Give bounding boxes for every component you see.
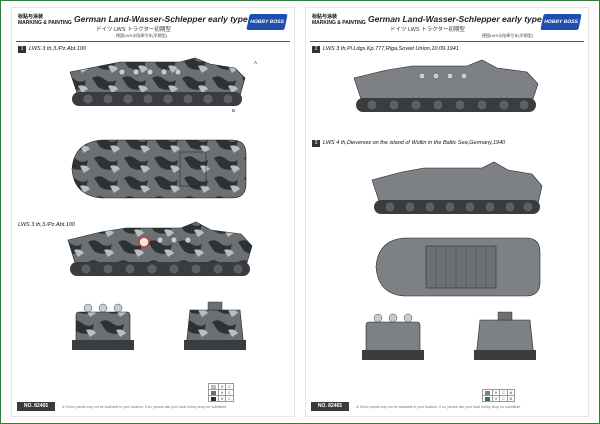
- vehicle-side-view-3: [371, 161, 543, 214]
- page-title: German Land-Wasser-Schlepper early type: [368, 14, 542, 24]
- footnote: ※ Some paints may not be available in yo…: [356, 405, 522, 409]
- vehicle-front-view: [72, 303, 134, 350]
- page-title: German Land-Wasser-Schlepper early type: [74, 14, 248, 24]
- left-instruction-page: 标贴与涂装 MARKING & PAINTING German Land-Was…: [12, 8, 294, 416]
- page-subtitle-jp: ドイツ LWS トラクター初期型: [96, 27, 171, 33]
- vehicle-front-view-grey: [362, 313, 424, 360]
- vehicle-top-view-camo: [71, 139, 247, 199]
- callout-a: A: [254, 60, 258, 65]
- header-tag-en: MARKING & PAINTING: [312, 20, 366, 26]
- view-label: LWS 3 th,3./Pz.Abt.100: [18, 222, 75, 228]
- header-divider: [16, 41, 290, 42]
- page-subtitle-jp: ドイツ LWS トラクター初期型: [390, 27, 465, 33]
- callout-b: B: [232, 108, 236, 113]
- header-divider: [310, 41, 584, 42]
- header-tag-cn: 标贴与涂装: [18, 14, 44, 20]
- vehicle-rear-view: [184, 301, 246, 350]
- vehicle-side-view-2: [67, 221, 253, 276]
- brand-logo: HOBBY BOSS: [540, 14, 582, 30]
- product-number: NO. 82465: [311, 402, 349, 411]
- header-tag-cn: 标贴与涂装: [312, 14, 338, 20]
- page-subtitle-cn: 德国LWS水陆牵引车(早期型): [482, 33, 534, 38]
- product-number: NO. 82465: [17, 402, 55, 411]
- header-tag: 标贴与涂装 MARKING & PAINTING: [18, 14, 72, 26]
- vehicle-side-view-camo: [69, 57, 246, 106]
- page-subtitle-cn: 德国LWS水陆牵引车(早期型): [116, 33, 168, 38]
- roundel-insignia: [138, 236, 150, 248]
- brand-logo: HOBBY BOSS: [246, 14, 288, 30]
- vehicle-side-view-grey: [353, 59, 539, 112]
- right-instruction-page: 标贴与涂装 MARKING & PAINTING German Land-Was…: [306, 8, 588, 416]
- header-tag: 标贴与涂装 MARKING & PAINTING: [312, 14, 366, 26]
- vehicle-top-view-grey: [375, 237, 541, 297]
- vehicle-rear-view-grey: [474, 311, 536, 360]
- footnote: ※ Some paints may not be available in yo…: [62, 405, 228, 409]
- header-tag-en: MARKING & PAINTING: [18, 20, 72, 26]
